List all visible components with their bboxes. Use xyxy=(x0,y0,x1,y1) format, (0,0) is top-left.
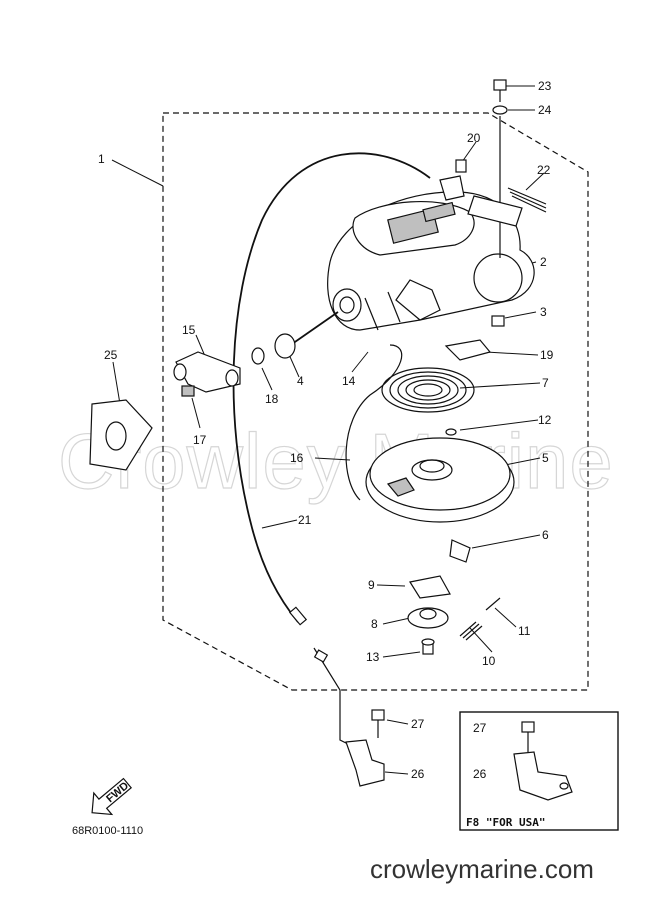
lower-bracket xyxy=(345,709,385,787)
callout-22: 22 xyxy=(537,163,551,177)
callout-7: 7 xyxy=(542,376,549,390)
callout-1: 1 xyxy=(98,152,105,166)
callout-10: 10 xyxy=(482,654,496,668)
callout-26: 26 xyxy=(411,767,425,781)
callout-19: 19 xyxy=(540,348,554,362)
cable-bracket xyxy=(173,351,241,397)
callout-20: 20 xyxy=(467,131,481,145)
callout-17: 17 xyxy=(193,433,207,447)
callout-numbers: 1 2 3 4 5 6 7 8 9 10 11 12 13 14 15 16 1… xyxy=(98,79,554,781)
small-parts xyxy=(407,315,505,655)
cable-link-rod xyxy=(313,647,353,747)
callout-13: 13 xyxy=(366,650,380,664)
callout-15: 15 xyxy=(182,323,196,337)
cable-guide xyxy=(251,288,362,365)
callout-18: 18 xyxy=(265,392,279,406)
callout-25: 25 xyxy=(104,348,118,362)
callout-9: 9 xyxy=(368,578,375,592)
callout-8: 8 xyxy=(371,617,378,631)
callout-14: 14 xyxy=(342,374,356,388)
starter-cable xyxy=(232,152,431,623)
starter-housing xyxy=(327,191,535,331)
callout-16: 16 xyxy=(290,451,304,465)
callout-5: 5 xyxy=(542,451,549,465)
cable-end xyxy=(313,649,329,663)
assembly-boundary xyxy=(162,112,589,691)
callout-23: 23 xyxy=(538,79,552,93)
callout-27: 27 xyxy=(411,717,425,731)
callout-3: 3 xyxy=(540,305,547,319)
leader-lines xyxy=(111,85,545,775)
callout-27-inset: 27 xyxy=(473,721,487,735)
pulley xyxy=(365,437,515,523)
cable-ferrule xyxy=(288,606,308,626)
diagram-code: 68R0100-1110 xyxy=(72,825,143,837)
callout-2: 2 xyxy=(540,255,547,269)
spiral-spring xyxy=(381,367,475,413)
stop-plate xyxy=(89,399,153,471)
inset-label: F8 "FOR USA" xyxy=(466,816,545,829)
callout-11: 11 xyxy=(518,624,531,638)
callout-4: 4 xyxy=(297,374,304,388)
fwd-arrow xyxy=(91,777,133,816)
top-hardware xyxy=(439,79,547,258)
callout-12: 12 xyxy=(538,413,552,427)
callout-21: 21 xyxy=(298,513,312,527)
starter-lock-cable xyxy=(345,344,403,501)
site-url[interactable]: crowleymarine.com xyxy=(370,854,594,884)
callout-6: 6 xyxy=(542,528,549,542)
callout-26-inset: 26 xyxy=(473,767,487,781)
inset-box xyxy=(459,711,619,831)
callout-24: 24 xyxy=(538,103,552,117)
